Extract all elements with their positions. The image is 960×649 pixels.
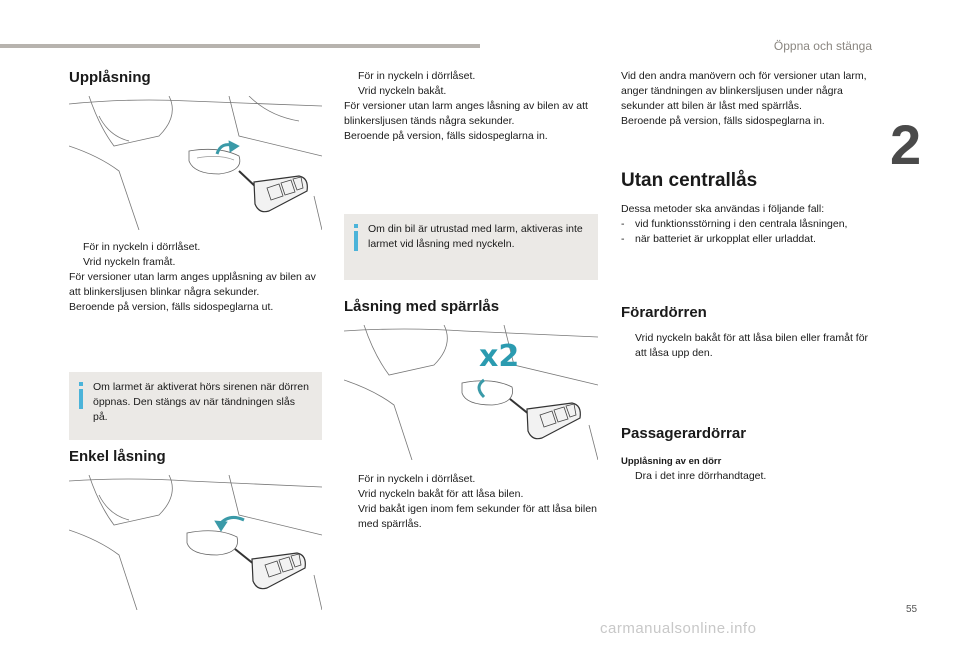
- info-note-alarm-siren: Om larmet är aktiverat hörs sirenen när …: [69, 372, 322, 440]
- info-icon: [77, 382, 85, 409]
- list-item: Vrid nyckeln bakåt.: [358, 85, 447, 97]
- heading-deadlock: Låsning med spärrlås: [344, 298, 500, 315]
- subheading: Upplåsning av en dörr: [621, 456, 722, 467]
- list-item: -när batteriet är urkopplat eller urladd…: [621, 233, 816, 245]
- second-turn-text: Vid den andra manövern och för versioner…: [621, 69, 876, 129]
- list-item: Vrid nyckeln bakåt för att låsa bilen el…: [635, 332, 869, 359]
- watermark: carmanualsonline.info: [600, 620, 757, 637]
- x2-label: x2: [479, 339, 520, 374]
- paragraph: Beroende på version, fälls sidospeglarna…: [621, 115, 825, 127]
- deadlock-text: För in nyckeln i dörrlåset. Vrid nyckeln…: [344, 472, 599, 532]
- list-item: För in nyckeln i dörrlåset.: [358, 70, 476, 82]
- chapter-title: Öppna och stänga: [773, 39, 872, 53]
- unlock-text: För in nyckeln i dörrlåset. Vrid nyckeln…: [69, 240, 324, 315]
- paragraph: Dessa metoder ska användas i följande fa…: [621, 203, 825, 215]
- paragraph: Beroende på version, fälls sidospeglarna…: [344, 130, 548, 142]
- heading-driver-door: Förardörren: [621, 304, 707, 321]
- driver-door-text: Vrid nyckeln bakåt för att låsa bilen el…: [621, 331, 876, 361]
- heading-simple-lock: Enkel låsning: [69, 448, 166, 465]
- illustration-unlock: [69, 96, 322, 230]
- header-rule: [0, 44, 480, 48]
- heading-unlock: Upplåsning: [69, 69, 151, 86]
- info-note-alarm-lock: Om din bil är utrustad med larm, aktiver…: [344, 214, 598, 280]
- paragraph: För versioner utan larm anges låsning av…: [344, 100, 588, 127]
- list-item: Vrid nyckeln bakåt för att låsa bilen.: [358, 488, 524, 500]
- heading-no-central-lock: Utan centrallås: [621, 170, 758, 191]
- list-item: Vrid nyckeln framåt.: [83, 256, 176, 268]
- list-item: För in nyckeln i dörrlåset.: [83, 241, 201, 253]
- paragraph: Vid den andra manövern och för versioner…: [621, 70, 867, 112]
- no-central-text: Dessa metoder ska användas i följande fa…: [621, 202, 876, 247]
- list-item: Dra i det inre dörrhandtaget.: [635, 470, 767, 482]
- list-item: Vrid bakåt igen inom fem sekunder för at…: [358, 503, 597, 530]
- lock-text: För in nyckeln i dörrlåset. Vrid nyckeln…: [344, 69, 599, 144]
- paragraph: För versioner utan larm anges upplåsning…: [69, 271, 316, 298]
- chapter-number: 2: [890, 113, 922, 176]
- heading-passenger-doors: Passagerardörrar: [621, 425, 747, 442]
- list-item: För in nyckeln i dörrlåset.: [358, 473, 476, 485]
- paragraph: Beroende på version, fälls sidospeglarna…: [69, 301, 274, 313]
- illustration-deadlock: x2: [344, 325, 598, 460]
- illustration-simple-lock: [69, 475, 322, 610]
- list-item: -vid funktionsstörning i den centrala lå…: [621, 218, 848, 230]
- info-icon: [352, 224, 360, 251]
- passenger-doors-text: Upplåsning av en dörr Dra i det inre dör…: [621, 454, 876, 484]
- page-number: 55: [906, 604, 918, 615]
